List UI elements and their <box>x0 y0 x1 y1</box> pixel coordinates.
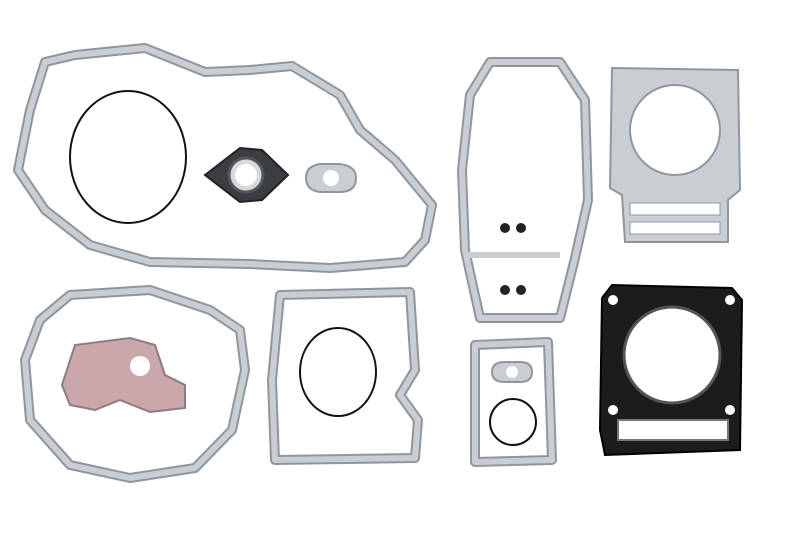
small-flange-gasket <box>304 163 358 193</box>
small-cover-gasket <box>470 337 557 467</box>
water-pump-gasket <box>60 336 186 414</box>
o-ring-large <box>69 90 187 224</box>
crankcase-gasket <box>267 287 423 465</box>
valve-seals <box>500 223 526 295</box>
o-ring-small <box>489 398 537 446</box>
clutch-cover-gasket <box>13 43 437 273</box>
stator-cover-gasket <box>20 285 250 483</box>
base-gasket <box>608 66 742 243</box>
exhaust-gasket <box>203 146 290 204</box>
cylinder-head-gasket <box>598 283 744 457</box>
cam-chain-cover-gasket <box>457 57 593 323</box>
o-ring-medium <box>299 327 377 417</box>
